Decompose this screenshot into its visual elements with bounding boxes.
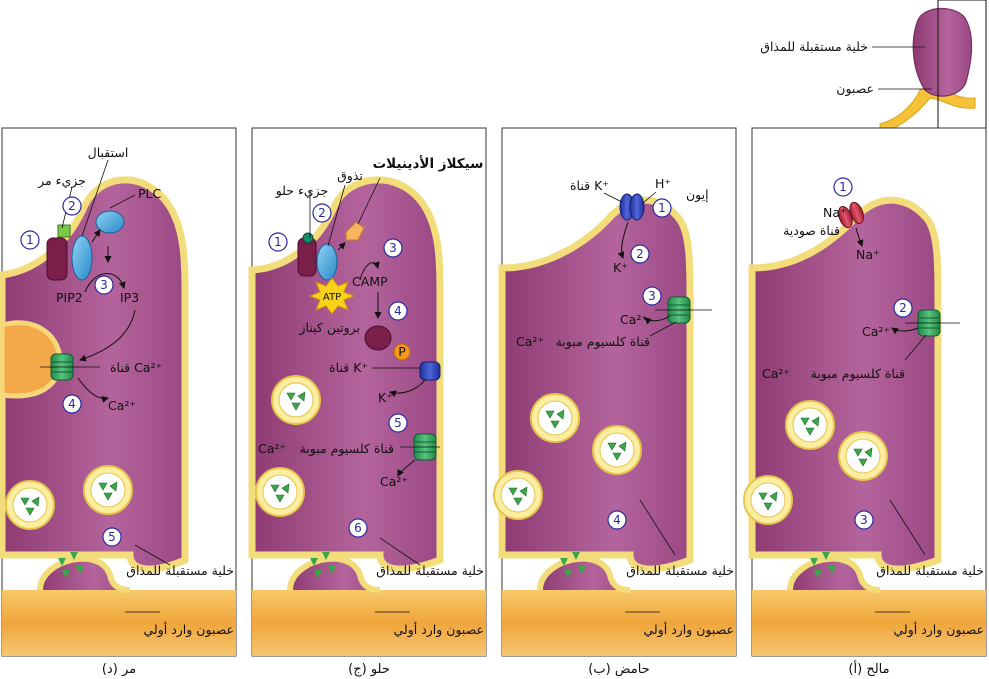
afferent-neuron-label: عصبون وارد أولي xyxy=(643,621,734,638)
k-ion-sour: K⁺ xyxy=(613,260,628,275)
sweet-molecule-label: جزيء حلو xyxy=(275,183,329,199)
panel-bitter: PLC جزيء مر استقبال PIP2 IP3 قناة Ca²⁺ C… xyxy=(0,127,237,677)
step-2: 2 xyxy=(899,301,907,315)
caption-sweet: (ج) حلو xyxy=(348,662,390,677)
h-ion-label: H⁺ xyxy=(655,176,671,191)
k-channel-sour xyxy=(619,193,645,221)
bitter-molecule-shape xyxy=(57,224,71,238)
afferent-neuron-shape xyxy=(252,590,486,656)
step-2: 2 xyxy=(68,199,76,213)
atp-burst xyxy=(308,277,356,315)
na-ion-out: Na⁺ xyxy=(856,247,880,262)
bitter-molecule-label: جزيء مر xyxy=(37,173,86,189)
afferent-neuron-label: عصبون وارد أولي xyxy=(393,621,484,638)
calcium-channel-label-sweet: قناة كلسيوم مبوبة xyxy=(300,441,394,457)
panel-sweet: ATP جزيء حلو تذوق سيكلاز الأدينيلات CAMP… xyxy=(248,127,487,677)
overview-nerve-shape xyxy=(879,84,976,133)
receptor-label: استقبال xyxy=(88,145,129,160)
na-ion-in: Na⁺ xyxy=(823,205,847,220)
step-2: 2 xyxy=(318,206,326,220)
receptor-cell-label: خلية مستقبلة للمذاق xyxy=(876,563,984,579)
bitter-receptor xyxy=(46,237,68,281)
k-ion-sweet: K⁺ xyxy=(378,390,393,405)
atp-label: ATP xyxy=(323,292,341,303)
ca-ion-sweet-1: Ca²⁺ xyxy=(258,441,286,456)
overview-cell-shape xyxy=(912,7,973,97)
step-4: 4 xyxy=(394,304,402,318)
calcium-channel-label-salty: قناة كلسيوم مبوبة xyxy=(811,366,905,382)
afferent-neuron-shape xyxy=(752,590,986,656)
step-4: 4 xyxy=(613,513,621,527)
caption-bitter: (د) مر xyxy=(102,662,136,677)
step-3: 3 xyxy=(648,289,656,303)
step-6: 6 xyxy=(354,521,362,535)
receptor-cell-label: خلية مستقبلة للمذاق xyxy=(126,563,234,579)
sodium-channel-label: قناة صودية xyxy=(783,223,840,239)
step-3: 3 xyxy=(100,278,108,292)
calcium-channel-label-sour: قناة كلسيوم مبوبة xyxy=(556,334,650,350)
overview-figure: خلية مستقبلة للمذاق عصبون xyxy=(760,0,987,133)
camp-label: CAMP xyxy=(352,274,388,289)
protein-kinase-label: بروتين كيناز xyxy=(299,320,361,336)
phosphate-label: P xyxy=(398,344,406,359)
step-5: 5 xyxy=(394,416,402,430)
receptor-cell-label: خلية مستقبلة للمذاق xyxy=(626,563,734,579)
ip3-label: IP3 xyxy=(120,290,139,305)
pip2-label: PIP2 xyxy=(56,290,83,305)
ca-channel-label-bitter: قناة Ca²⁺ xyxy=(110,360,162,375)
adenylate-cyclase-shape xyxy=(345,221,365,241)
ca-ion-salty-2: Ca²⁺ xyxy=(762,366,790,381)
ca-ion-sour-1: Ca²⁺ xyxy=(620,312,648,327)
ca-ion-bitter: Ca²⁺ xyxy=(108,398,136,413)
afferent-neuron-shape xyxy=(502,590,736,656)
taste-label: تذوق xyxy=(337,168,363,184)
overview-nerve-label: عصبون xyxy=(836,81,874,97)
step-1: 1 xyxy=(658,201,666,215)
sweet-molecule-shape xyxy=(302,232,314,244)
step-5: 5 xyxy=(108,530,116,544)
sweet-receptor xyxy=(297,237,317,277)
overview-cell-label: خلية مستقبلة للمذاق xyxy=(760,39,868,55)
panel-sour: H⁺ إيون قناة K⁺ K⁺ Ca²⁺ قناة كلسيوم مبوب… xyxy=(493,127,737,677)
step-2: 2 xyxy=(636,247,644,261)
taste-cell-body xyxy=(748,196,942,573)
caption-sour: (ب) حامض xyxy=(588,662,649,677)
panel-salty: Na⁺ قناة صودية Na⁺ Ca²⁺ قناة كلسيوم مبوب… xyxy=(743,127,987,677)
caption-salty: (أ) مالح xyxy=(848,660,889,677)
k-channel-label-sweet: قناة K⁺ xyxy=(329,360,368,375)
phosphate-shape xyxy=(393,343,411,361)
step-3: 3 xyxy=(389,241,397,255)
taste-cell-body xyxy=(248,176,444,573)
ion-label: إيون xyxy=(686,187,709,203)
step-1: 1 xyxy=(26,233,34,247)
adenylate-cyclase-label: سيكلاز الأدينيلات xyxy=(373,155,484,172)
k-channel-sweet xyxy=(419,361,441,381)
k-channel-label-sour: قناة K⁺ xyxy=(570,178,609,193)
step-4: 4 xyxy=(68,397,76,411)
ca-ion-sour-2: Ca²⁺ xyxy=(516,334,544,349)
ca-ion-sweet-2: Ca²⁺ xyxy=(380,474,408,489)
afferent-neuron-label: عصبون وارد أولي xyxy=(893,621,984,638)
afferent-neuron-label: عصبون وارد أولي xyxy=(143,621,234,638)
plc-enzyme xyxy=(95,210,125,234)
step-1: 1 xyxy=(274,235,282,249)
receptor-cell-label: خلية مستقبلة للمذاق xyxy=(376,563,484,579)
taste-cell-body xyxy=(498,196,694,573)
protein-kinase-shape xyxy=(364,325,392,351)
afferent-neuron-shape xyxy=(2,590,236,656)
plc-label: PLC xyxy=(138,186,162,201)
step-1: 1 xyxy=(839,180,847,194)
sodium-channel xyxy=(838,201,864,229)
ca-ion-salty-1: Ca²⁺ xyxy=(862,324,890,339)
step-3: 3 xyxy=(860,513,868,527)
